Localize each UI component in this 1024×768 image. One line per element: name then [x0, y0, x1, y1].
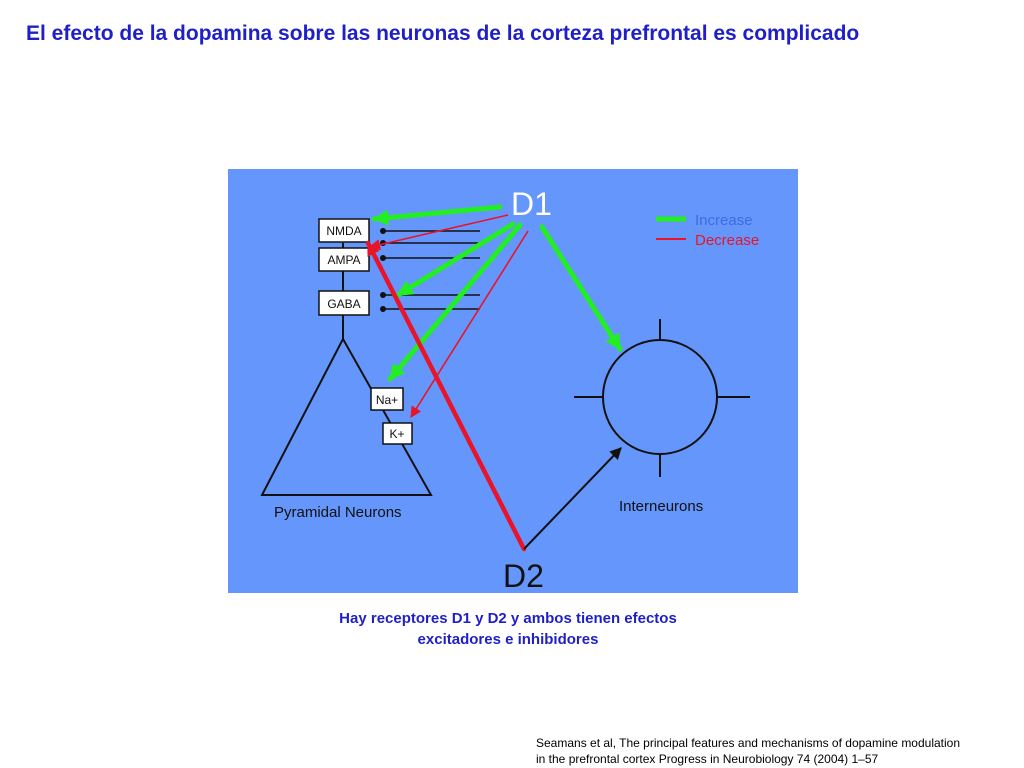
d2-interneuron-arrow [523, 447, 622, 550]
d1-decrease-arrows [368, 214, 529, 418]
interneurons-label: Interneurons [619, 498, 703, 515]
pyramidal-neuron-body [260, 336, 433, 496]
legend-increase-label: Increase [695, 212, 753, 229]
legend: Increase Decrease [656, 212, 759, 249]
ampa-label: AMPA [327, 253, 360, 267]
d2-decrease-arrow [365, 240, 527, 552]
d1-label: D1 [511, 186, 552, 222]
pyramidal-neurons-label: Pyramidal Neurons [274, 504, 402, 521]
gaba-receptor: GABA [318, 290, 370, 316]
na-channel: Na+ [370, 387, 404, 411]
caption-line-2: excitadores e inhibidores [417, 631, 599, 648]
na-label: Na+ [376, 393, 398, 407]
diagram-caption: Hay receptores D1 y D2 y ambos tienen ef… [278, 608, 738, 650]
d2-label: D2 [503, 558, 544, 593]
gaba-label: GABA [327, 297, 360, 311]
citation-line-1: Seamans et al, The principal features an… [536, 736, 961, 750]
diagram-canvas: NMDA AMPA GABA Na+ K+ [260, 186, 759, 593]
d1-increase-arrows [371, 204, 623, 382]
k-channel: K+ [382, 422, 413, 445]
caption-line-1: Hay receptores D1 y D2 y ambos tienen ef… [339, 610, 677, 627]
slide-title: El efecto de la dopamina sobre las neuro… [26, 22, 860, 45]
nmda-receptor: NMDA [318, 218, 370, 243]
legend-decrease-label: Decrease [695, 232, 759, 249]
dopamine-diagram: NMDA AMPA GABA Na+ K+ [228, 169, 798, 593]
citation: Seamans et al, The principal features an… [536, 735, 1006, 767]
k-label: K+ [389, 427, 404, 441]
nmda-label: NMDA [326, 224, 361, 238]
ampa-receptor: AMPA [318, 247, 370, 272]
interneuron [574, 319, 750, 477]
citation-line-2: in the prefrontal cortex Progress in Neu… [536, 752, 879, 766]
